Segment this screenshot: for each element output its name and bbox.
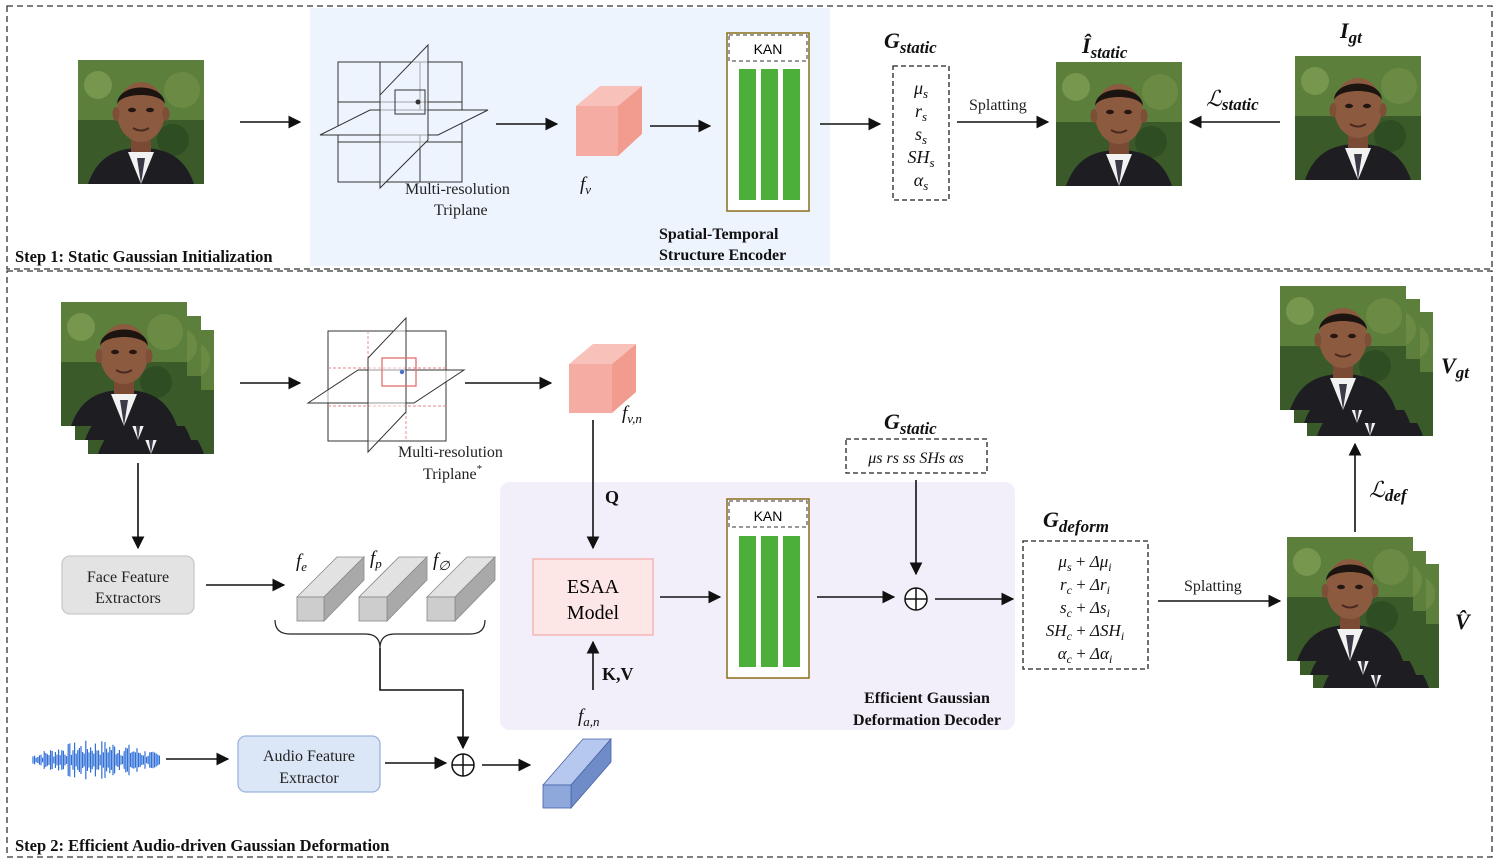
- esaa-label-1: ESAA: [567, 576, 620, 598]
- rendered-static-image: [1056, 62, 1182, 186]
- triplane-label-2: Triplane: [434, 202, 488, 219]
- gstatic2-params: μs rs ss SHs αs: [867, 450, 964, 467]
- loss-static: ℒstatic: [1206, 86, 1259, 114]
- gdeform-param: αc + Δαi: [1058, 644, 1113, 666]
- input-video-frames: [61, 302, 214, 454]
- kan-label: KAN: [754, 41, 783, 57]
- face-extractor-label-2: Extractors: [95, 590, 161, 607]
- gstatic2-title: Gstatic: [884, 409, 937, 438]
- triplane2-icon: [306, 316, 466, 454]
- audio-feature-extractor: [237, 735, 381, 793]
- kan-encoder: [726, 32, 810, 212]
- triplane-label-1: Multi-resolution: [405, 181, 510, 198]
- gdeform-param: SHc + ΔSHi: [1046, 621, 1124, 643]
- esaa-model: [532, 558, 654, 636]
- step1-frame: [6, 5, 1493, 270]
- gdeform-param: rc + Δri: [1060, 575, 1110, 597]
- rendered-video-frames: [1287, 537, 1439, 688]
- kan2-label: KAN: [754, 508, 783, 524]
- step2-frame: [6, 270, 1493, 858]
- gstatic-box: [892, 65, 950, 201]
- loss-def: ℒdef: [1369, 477, 1409, 505]
- gstatic-param: SHs: [907, 147, 934, 170]
- gstatic2-box: [845, 438, 988, 474]
- add-operator-deform: [904, 587, 928, 611]
- fv-label: fv: [580, 174, 591, 197]
- kan-decoder: [726, 498, 810, 679]
- gstatic-param: ss: [915, 124, 927, 147]
- feature-fvn: [569, 344, 636, 413]
- gstatic-param: μs: [913, 78, 928, 101]
- fphi-label: f∅: [433, 550, 450, 573]
- vgt-label: Vgt: [1441, 353, 1470, 382]
- feature-fv: [576, 86, 642, 156]
- gt-video-frames: [1280, 286, 1433, 436]
- vhat-label: V̂: [1455, 609, 1472, 634]
- step1-title: Step 1: Static Gaussian Initialization: [15, 247, 273, 266]
- triplane2-label-2: Triplane*: [423, 463, 482, 483]
- add-operator-audio: [451, 753, 475, 777]
- istatic-title: Îstatic: [1081, 33, 1128, 62]
- gstatic-param: αs: [914, 170, 929, 193]
- fe-label: fe: [296, 551, 307, 574]
- audio-extractor-label-2: Extractor: [279, 770, 339, 787]
- feature-fan: [542, 737, 612, 810]
- audio-extractor-label-1: Audio Feature: [263, 748, 355, 765]
- triplane2-label-1: Multi-resolution: [398, 444, 503, 461]
- decoder-label-2: Deformation Decoder: [853, 712, 1001, 729]
- gstatic-param: rs: [915, 101, 927, 124]
- splatting-label-2: Splatting: [1184, 578, 1242, 595]
- splatting-label-1: Splatting: [969, 97, 1027, 114]
- encoder-label-2: Structure Encoder: [659, 247, 786, 264]
- feature-brace: [274, 619, 486, 649]
- fan-label: fa,n: [578, 706, 600, 729]
- gdeform-param: μs + Δμi: [1057, 552, 1111, 574]
- encoder-label-1: Spatial-Temporal: [659, 226, 779, 243]
- audio-waveform: [32, 740, 160, 780]
- input-image: [78, 60, 204, 184]
- face-feature-bars: [296, 556, 496, 622]
- triplane-icon: [319, 43, 489, 190]
- step2-title: Step 2: Efficient Audio-driven Gaussian …: [15, 836, 389, 855]
- face-feature-extractors: [61, 555, 195, 615]
- gstatic-title: Gstatic: [884, 28, 937, 57]
- igt-title: Igt: [1339, 18, 1363, 47]
- fvn-label: fv,n: [622, 403, 642, 426]
- ground-truth-image: [1295, 56, 1421, 180]
- gdeform-box: [1022, 540, 1149, 670]
- decoder-label-1: Efficient Gaussian: [864, 690, 990, 707]
- gdeform-param: sc + Δsi: [1060, 598, 1110, 620]
- gdeform-title: Gdeform: [1043, 507, 1109, 536]
- face-extractor-label-1: Face Feature: [87, 569, 169, 586]
- q-label: Q: [605, 487, 619, 507]
- esaa-label-2: Model: [567, 602, 620, 624]
- fp-label: fp: [370, 548, 382, 571]
- kv-label: K,V: [602, 664, 634, 684]
